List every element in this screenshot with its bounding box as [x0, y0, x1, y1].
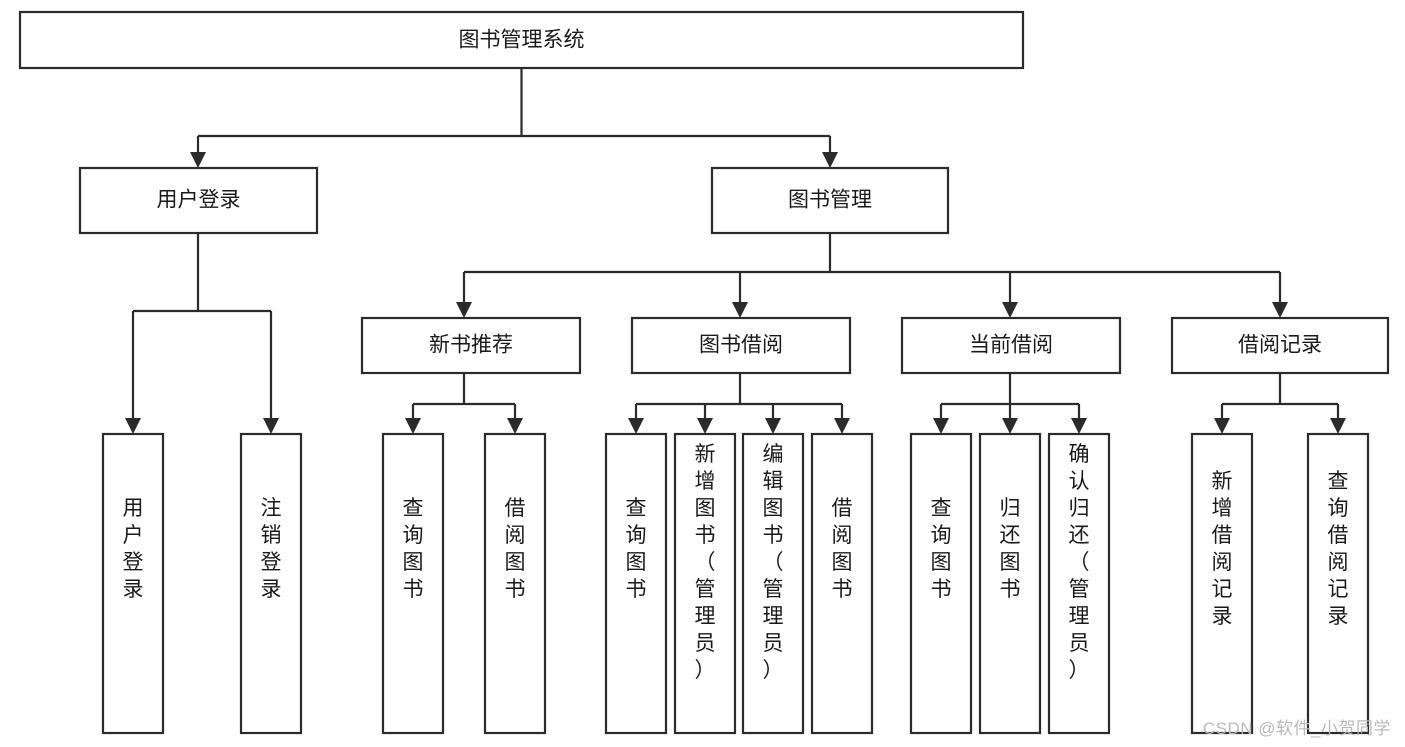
node-leaf-user-login-label: 用户登录 [123, 497, 144, 601]
node-leaf-edit-book-label: 编辑图书（管理员） [763, 443, 784, 682]
node-leaf-add-record-label: 新增借阅记录 [1212, 470, 1233, 628]
node-leaf-query-record[interactable]: 查询借阅记录 [1306, 432, 1370, 735]
node-leaf-query-book-1-label: 查询图书 [403, 497, 424, 601]
arrow-to-leaf-user-logout [263, 418, 279, 434]
arrow-to-leaf-edit-book [765, 418, 781, 434]
node-borrow-record-box[interactable] [1170, 316, 1390, 375]
node-new-book-rec[interactable]: 新书推荐 [360, 316, 582, 375]
node-leaf-confirm-return-label: 确认归还（管理员） [1069, 443, 1090, 682]
node-leaf-return-book-box[interactable] [978, 432, 1042, 735]
node-leaf-query-book-1-box[interactable] [381, 432, 445, 735]
node-book-manage-label: 图书管理 [788, 189, 872, 212]
node-leaf-query-book-3-box[interactable] [909, 432, 973, 735]
node-leaf-query-book-3[interactable]: 查询图书 [909, 432, 973, 735]
node-leaf-borrow-book-2[interactable]: 借阅图书 [810, 432, 874, 735]
node-leaf-query-book-2-label: 查询图书 [626, 497, 647, 601]
node-leaf-add-record[interactable]: 新增借阅记录 [1190, 432, 1254, 735]
arrow-to-leaf-query-record [1330, 418, 1346, 434]
node-book-borrow-box[interactable] [630, 316, 852, 375]
arrow-to-borrow-record [1272, 302, 1288, 318]
node-user-login-box[interactable] [78, 166, 319, 235]
node-leaf-borrow-book-2-box[interactable] [810, 432, 874, 735]
node-leaf-confirm-return-box[interactable] [1047, 432, 1111, 735]
node-user-login-label: 用户登录 [157, 189, 241, 212]
node-root[interactable]: 图书管理系统 [18, 10, 1025, 70]
node-book-borrow-label: 图书借阅 [699, 334, 783, 357]
arrow-root-to-user-login [190, 152, 206, 168]
node-root-label: 图书管理系统 [459, 29, 585, 52]
node-leaf-return-book-label: 归还图书 [1000, 497, 1021, 601]
node-book-manage-box[interactable] [710, 166, 950, 235]
node-book-borrow[interactable]: 图书借阅 [630, 316, 852, 375]
node-leaf-add-book-box[interactable] [673, 432, 737, 735]
node-new-book-rec-box[interactable] [360, 316, 582, 375]
node-current-borrow-box[interactable] [900, 316, 1122, 375]
node-leaf-borrow-book-1-box[interactable] [483, 432, 547, 735]
node-leaf-borrow-book-1-label: 借阅图书 [505, 497, 526, 601]
arrow-root-to-book-manage [822, 152, 838, 168]
node-leaf-edit-book[interactable]: 编辑图书（管理员） [741, 432, 805, 735]
arrow-to-new-book-rec [456, 302, 472, 318]
arrow-to-leaf-query-book-2 [628, 418, 644, 434]
node-leaf-confirm-return[interactable]: 确认归还（管理员） [1047, 432, 1111, 735]
arrow-to-leaf-query-book-1 [405, 418, 421, 434]
arrow-to-leaf-user-login [125, 418, 141, 434]
csdn-watermark: CSDN @软件_小贺同学 [1202, 719, 1391, 738]
node-leaf-add-record-box[interactable] [1190, 432, 1254, 735]
node-leaf-query-book-2-box[interactable] [604, 432, 668, 735]
node-borrow-record-label: 借阅记录 [1238, 334, 1322, 357]
arrow-to-leaf-query-book-3 [933, 418, 949, 434]
arrow-to-book-borrow [732, 302, 748, 318]
node-leaf-user-logout-box[interactable] [239, 432, 303, 735]
node-current-borrow[interactable]: 当前借阅 [900, 316, 1122, 375]
node-leaf-query-book-1[interactable]: 查询图书 [381, 432, 445, 735]
node-leaf-user-login[interactable]: 用户登录 [101, 432, 165, 735]
node-leaf-query-record-label: 查询借阅记录 [1328, 470, 1349, 628]
node-new-book-rec-label: 新书推荐 [429, 334, 513, 357]
node-leaf-user-login-box[interactable] [101, 432, 165, 735]
node-root-box[interactable] [18, 10, 1025, 70]
connectors-layer [125, 68, 1346, 434]
arrow-to-leaf-add-book [697, 418, 713, 434]
arrow-to-current-borrow [1002, 302, 1018, 318]
node-leaf-query-record-box[interactable] [1306, 432, 1370, 735]
node-leaf-return-book[interactable]: 归还图书 [978, 432, 1042, 735]
node-leaf-query-book-3-label: 查询图书 [931, 497, 952, 601]
node-leaf-add-book[interactable]: 新增图书（管理员） [673, 432, 737, 735]
arrow-to-leaf-add-record [1214, 418, 1230, 434]
node-leaf-user-logout-label: 注销登录 [261, 497, 282, 601]
arrow-to-leaf-confirm-return [1071, 418, 1087, 434]
arrow-to-leaf-borrow-book-1 [507, 418, 523, 434]
node-leaf-edit-book-box[interactable] [741, 432, 805, 735]
node-leaf-borrow-book-2-label: 借阅图书 [832, 497, 853, 601]
node-leaf-borrow-book-1[interactable]: 借阅图书 [483, 432, 547, 735]
node-book-manage[interactable]: 图书管理 [710, 166, 950, 235]
node-borrow-record[interactable]: 借阅记录 [1170, 316, 1390, 375]
node-leaf-user-logout[interactable]: 注销登录 [239, 432, 303, 735]
arrow-to-leaf-borrow-book-2 [834, 418, 850, 434]
arrow-to-leaf-return-book [1002, 418, 1018, 434]
node-leaf-add-book-label: 新增图书（管理员） [695, 443, 716, 682]
node-leaf-query-book-2[interactable]: 查询图书 [604, 432, 668, 735]
node-current-borrow-label: 当前借阅 [969, 334, 1053, 357]
node-user-login[interactable]: 用户登录 [78, 166, 319, 235]
